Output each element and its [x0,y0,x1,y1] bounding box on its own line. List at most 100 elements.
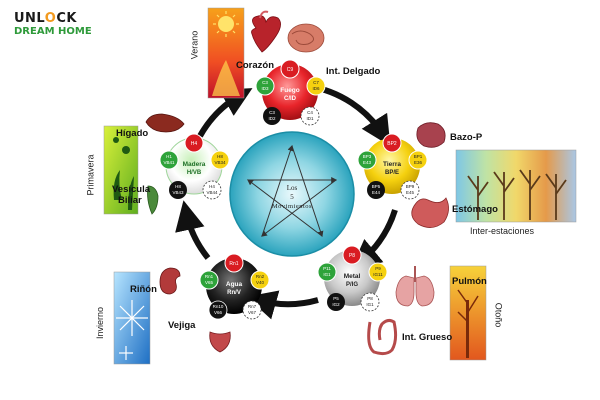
madera-rt: H8 [217,154,223,159]
agua-lt: Rn1 [205,274,214,279]
madera-lt2: VB41 [163,160,175,165]
madera-name: Madera [183,161,206,168]
agua-lb2: V66 [214,310,223,315]
agua-name: Agua [226,281,243,288]
metal-lt: P11 [323,266,331,271]
tierra-top: BP2 [387,141,397,147]
metal-lb: P5 [333,296,339,301]
heart-icon [251,10,281,53]
season-spring-panel [103,125,139,215]
label-estomago: Estómago [452,204,498,215]
season-autumn-panel [449,265,487,361]
gallbladder-icon [147,185,159,215]
small-intestine-icon [287,23,325,53]
metal-lt2: IG1 [323,272,331,277]
tierra-rb2: E45 [406,190,415,195]
label-corazon: Corazón [236,60,274,71]
tierra-lb2: E44 [372,190,381,195]
fuego-rb: C4 [307,110,313,115]
fuego-sub: C/ID [284,96,297,102]
brand-logo: UNLOCK DREAM HOME [14,12,92,37]
bladder-icon [209,331,231,353]
madera-lb: H8 [175,184,181,189]
season-verano: Verano [189,30,200,60]
season-inter-panel [455,149,577,223]
season-otono: Otoño [493,302,504,328]
madera-rt2: VB34 [214,160,226,165]
trees-icon [467,169,567,220]
madera-lb2: VB43 [172,190,184,195]
tierra-rb: BP9 [406,184,415,189]
tierra-name: Tierra [383,161,401,168]
tierra-lt2: E43 [363,160,372,165]
arrow-water-wood [175,200,211,260]
snowflake-icon [116,300,148,360]
metal-lb2: IG2 [332,302,340,307]
arrow-wood-fire [197,88,253,138]
season-winter-panel [113,271,151,365]
metal-name: Metal [344,273,361,280]
fuego-lb2: ID2 [268,116,276,121]
large-intestine-icon [367,318,398,356]
tierra-rt: BP1 [414,154,423,159]
tree-icon [457,289,479,358]
fuego-lt: C3 [262,80,268,85]
agua-sub: Rn/V [227,290,241,296]
node-fuego: C9 C3 ID3 C7 ID6 C3 ID2 C4 ID1 Fuego C/I… [255,59,326,126]
center-circle: Los 5 Movimientos [229,131,355,257]
season-invierno: Invierno [95,306,106,340]
madera-lt: H1 [166,154,172,159]
plant-icon [113,137,134,210]
kidney-icon [159,267,181,295]
label-bazo-p: Bazo-P [450,132,483,143]
label-vesicula: Vesícula [112,184,151,195]
center-line-2: 5 [290,193,294,201]
node-madera: H4 H1 VB41 H8 VB34 H8 VB43 H4 VB44 Mader… [159,133,230,200]
fuego-lt2: ID3 [261,86,269,91]
center-line-3: Movimientos [272,203,312,210]
spleen-icon [416,122,446,148]
label-int-delgado: Int. Delgado [326,66,381,77]
madera-rb2: VB44 [206,190,218,195]
agua-rt: Rn2 [256,274,265,279]
node-tierra: BP2 BP3 E43 BP1 E36 BP5 E44 BP9 E45 Tier… [357,133,428,200]
tierra-lt: BP3 [363,154,372,159]
stomach-icon [411,197,449,228]
arrow-metal-water [246,290,319,320]
brand-line-1: UNLOCK [14,11,77,26]
fuego-top: C9 [287,67,294,73]
fuego-rt2: ID6 [312,86,320,91]
label-higado: Hígado [116,128,149,139]
agua-lb: Rn10 [213,304,224,309]
label-vejiga: Vejiga [168,320,196,331]
center-line-1: Los [287,184,298,192]
agua-top: Rn1 [229,261,238,267]
node-agua: Rn1 Rn1 V65 Rn2 V40 Rn10 V66 Rn7 V67 Agu… [199,253,270,320]
tierra-lb: BP5 [372,184,381,189]
tierra-sub: BP/E [385,170,399,176]
season-primavera: Primavera [85,154,96,196]
metal-rb: P8 [367,296,373,301]
tierra-rt2: E36 [414,160,423,165]
madera-top: H4 [191,141,198,147]
lungs-icon [395,266,435,307]
fuego-rt: C7 [313,80,319,85]
madera-sub: H/VB [187,170,202,176]
season-summer-panel [207,7,245,99]
metal-rb2: IG1 [366,302,374,307]
label-int-grueso: Int. Grueso [402,332,453,343]
label-rinon: Riñón [130,284,157,295]
fuego-name: Fuego [280,87,300,94]
fuego-lb: C3 [269,110,275,115]
label-biliar: Biliar [118,195,142,206]
metal-rt: P9 [375,266,381,271]
agua-rb: Rn7 [248,304,257,309]
label-pulmon: Pulmón [452,276,487,287]
fuego-rb2: ID1 [306,116,314,121]
metal-sub: P/IG [346,282,358,288]
season-inter: Inter-estaciones [470,226,535,236]
metal-rt2: IG11 [373,272,383,277]
sun-icon [213,11,239,37]
metal-top: P8 [349,253,355,259]
